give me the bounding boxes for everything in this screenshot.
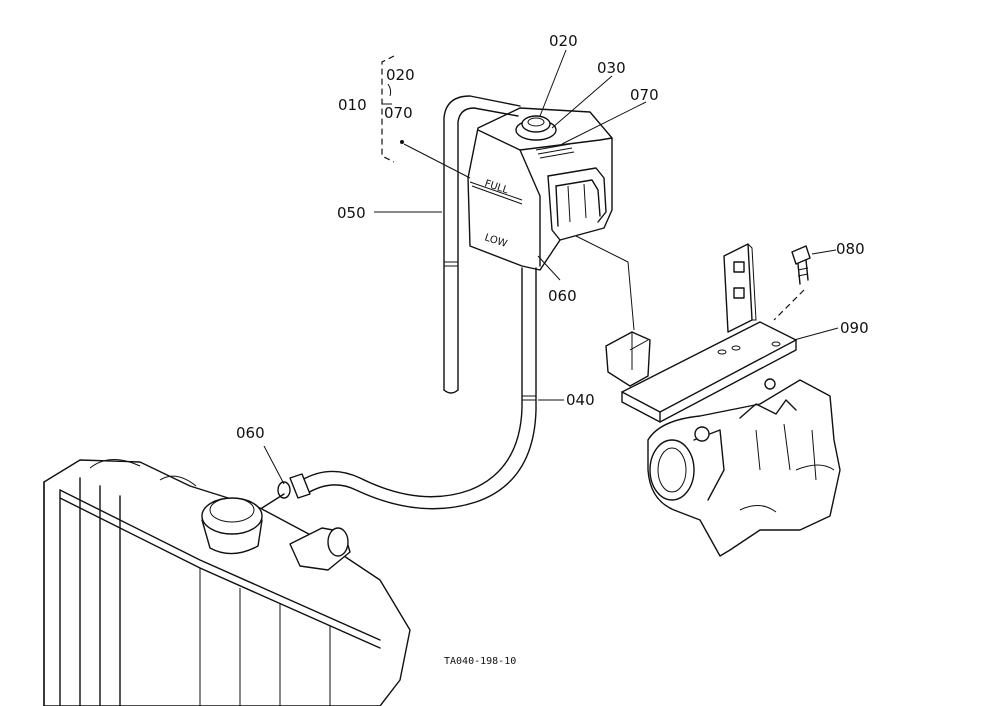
radiator: [43, 459, 411, 706]
callout-010-assembly: 010: [338, 96, 367, 114]
engine-housing: [647, 378, 841, 557]
callout-020-cap: 020: [549, 32, 578, 50]
overflow-tube: [443, 95, 521, 394]
tank-bracket: [575, 235, 797, 423]
callout-060-radiator-clamp: 060: [236, 424, 265, 442]
callout-030-gasket: 030: [597, 59, 626, 77]
callout-060-tank-clamp: 060: [548, 287, 577, 305]
tank-to-radiator-hose: [277, 267, 537, 510]
callout-040-hose: 040: [566, 391, 595, 409]
drawing-code: TA040-198-10: [444, 656, 516, 667]
callout-labels: 020 030 070 020 010 070 050 060 080 090 …: [236, 32, 869, 442]
callout-050-tube: 050: [337, 204, 366, 222]
callout-070-assembly: 070: [384, 104, 413, 122]
callout-090-bracket: 090: [840, 319, 869, 337]
leader-lines: [263, 49, 839, 485]
callout-020-assembly: 020: [386, 66, 415, 84]
callout-070-right: 070: [630, 86, 659, 104]
callout-080-bolt: 080: [836, 240, 865, 258]
reserve-tank: FULL LOW: [467, 107, 613, 271]
mounting-bolt: [773, 245, 811, 321]
